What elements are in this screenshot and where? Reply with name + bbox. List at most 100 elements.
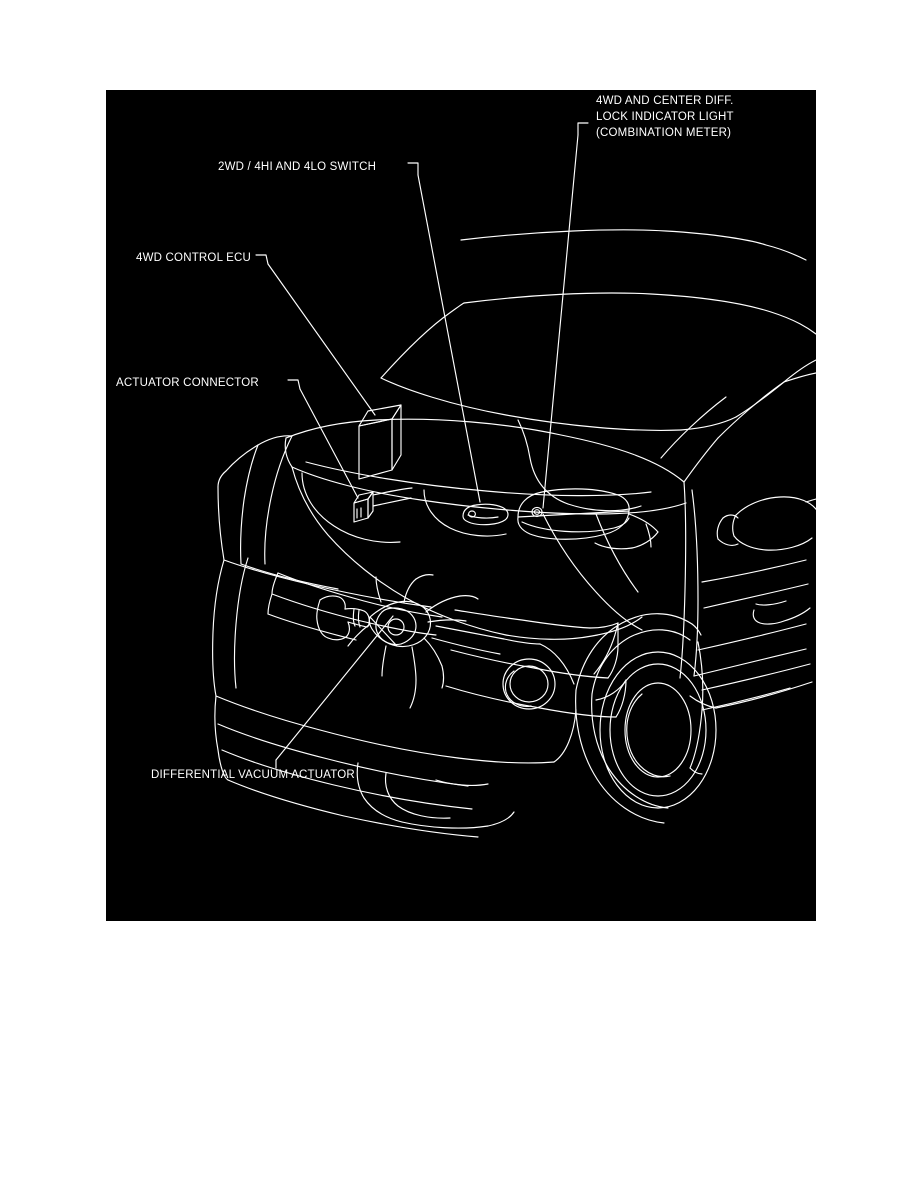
- grille-bar-left-cap1: [271, 572, 279, 595]
- fender-left-edge: [217, 486, 225, 561]
- headlight-housing-right: [615, 679, 627, 718]
- bumper-lower-line: [221, 749, 473, 810]
- callout-actuator-connector-line-1: ACTUATOR CONNECTOR: [116, 377, 259, 389]
- linkage-arm-up2: [415, 574, 434, 580]
- dashboard-top-edge: [285, 418, 685, 483]
- headlight-bottom-edge: [445, 685, 617, 718]
- windshield-top-rail-right: [770, 311, 816, 335]
- grille-top-inner: [240, 563, 339, 590]
- linkage-arm-down2: [409, 679, 417, 709]
- linkage-arm-down3: [381, 645, 387, 677]
- vehicle-outline-group: [212, 229, 816, 838]
- a-pillar-body-line: [679, 481, 687, 679]
- grille-bar-left-cap2: [267, 593, 273, 615]
- fender-inner-transition: [539, 643, 575, 685]
- cowl-to-fender-line2: [595, 513, 639, 593]
- linkage-arm-down: [411, 646, 417, 681]
- actuator-left-flange-e: [346, 621, 350, 637]
- wheel-arch-outer-top: [691, 623, 702, 636]
- diff-inner-arc-3: [381, 607, 403, 613]
- tire-outer: [599, 651, 717, 809]
- rocker-line: [701, 663, 811, 691]
- a-pillar-lower-line: [660, 396, 727, 459]
- leader-connector-line: [299, 388, 359, 499]
- callout-indicator-light-line-1: 4WD AND CENTER DIFF.: [596, 95, 734, 107]
- leader-switch-line: [417, 174, 481, 503]
- vacuum-hose-a: [425, 595, 461, 613]
- leader-connector-hook: [287, 379, 301, 390]
- bumper-bottom-line: [227, 779, 479, 838]
- grille-left-frame: [233, 557, 249, 689]
- vacuum-hose-c: [423, 637, 443, 667]
- callout-vacuum-actuator-line-1: DIFFERENTIAL VACUUM ACTUATOR: [151, 769, 355, 781]
- lower-valance-line: [435, 779, 489, 786]
- actuator-body-right-cap: [363, 610, 370, 628]
- bumper-top-edge: [215, 695, 459, 759]
- fender-bumper-transition: [553, 709, 577, 763]
- ecu-side-face: [391, 404, 402, 471]
- bumper-left-outer: [212, 559, 225, 697]
- leader-indicator-bracket: [577, 122, 589, 136]
- mirror-bottom-edge: [733, 535, 813, 551]
- diff-housing-right: [396, 609, 432, 648]
- door-front-edge: [691, 489, 699, 677]
- meter-body-top: [517, 488, 630, 518]
- headlight-top-right: [589, 622, 619, 629]
- callout-mode-switch: 2WD / 4HI AND 4LO SWITCH: [218, 161, 376, 173]
- callout-control-ecu: 4WD CONTROL ECU: [136, 252, 251, 264]
- callout-labels-group: 4WD AND CENTER DIFF. LOCK INDICATOR LIGH…: [116, 95, 737, 781]
- vacuum-hose-a2: [459, 595, 479, 600]
- body-line-mid: [697, 623, 807, 651]
- wheel-rim-outer: [624, 682, 692, 778]
- connector-wire-top: [372, 487, 413, 496]
- headlight-lamp-inner-arc: [504, 670, 532, 707]
- callout-indicator-light: 4WD AND CENTER DIFF. LOCK INDICATOR LIGH…: [596, 95, 737, 139]
- wheel-arch-outer-lower: [575, 689, 665, 824]
- wheel-arch-inner-lower: [591, 693, 669, 809]
- tire-inner: [609, 663, 707, 797]
- meter-hood-bottom: [567, 503, 642, 512]
- vehicle-diagram: 4WD AND CENTER DIFF. LOCK INDICATOR LIGH…: [106, 90, 816, 921]
- dash-lower-edge: [291, 466, 597, 515]
- meter-bezel-right-lower: [631, 531, 659, 549]
- callout-actuator-connector: ACTUATOR CONNECTOR: [116, 377, 259, 389]
- headlight-top-edge: [454, 609, 591, 629]
- callout-control-ecu-line-1: 4WD CONTROL ECU: [136, 252, 251, 264]
- leader-indicator-line: [542, 134, 579, 509]
- hood-crease-inner: [264, 435, 293, 565]
- hood-front-sweep: [291, 466, 407, 599]
- leader-vacuum-line: [275, 615, 394, 761]
- bumper-top-edge-right: [457, 757, 555, 764]
- door-handle-inner: [755, 600, 787, 606]
- callout-indicator-light-line-2: LOCK INDICATOR LIGHT: [596, 111, 734, 123]
- linkage-arm-up: [403, 578, 417, 603]
- leader-switch-hook: [407, 162, 419, 176]
- meter-body-bottom: [517, 510, 630, 540]
- air-dam-left: [356, 762, 403, 823]
- indicator-light-lamp: [531, 506, 543, 518]
- roof-front-edge: [460, 229, 767, 246]
- axle-shaft-top-ext: [503, 638, 541, 645]
- mirror-stalk-top: [722, 514, 739, 519]
- hood-right-seam: [505, 616, 643, 640]
- vacuum-hose-b: [427, 619, 467, 623]
- rocker-step-line: [715, 681, 813, 709]
- mode-switch-knob: [468, 510, 476, 518]
- grille-bar-3: [267, 613, 357, 641]
- side-window-line: [783, 372, 816, 383]
- vacuum-hose-c2: [441, 665, 445, 689]
- fender-top-join: [257, 435, 293, 446]
- body-line-upper2: [703, 583, 809, 609]
- meter-hood-rear: [517, 419, 531, 459]
- actuator-body-top: [344, 608, 365, 612]
- windshield-pillar-left: [380, 302, 465, 379]
- mirror-left-edge: [732, 514, 737, 537]
- leader-ecu-line: [267, 263, 376, 416]
- a-pillar-inner: [717, 381, 785, 439]
- fender-upper-transition: [593, 622, 619, 675]
- windshield-lower-edge: [380, 377, 682, 431]
- axle-shaft-bottom: [431, 637, 501, 655]
- leader-ecu-hook: [255, 254, 269, 265]
- wheel-rim-inner-arc: [626, 693, 671, 778]
